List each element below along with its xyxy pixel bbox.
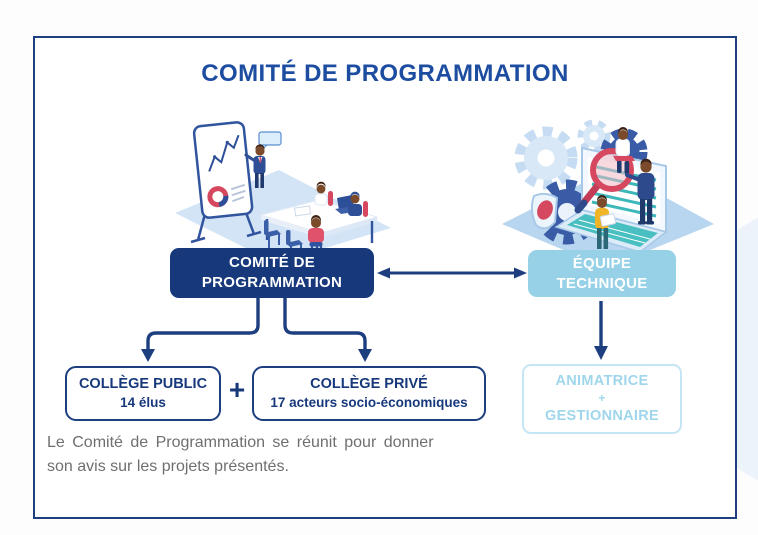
technical-box-line1: ÉQUIPE: [572, 254, 632, 272]
arrowhead-down-right: [358, 349, 372, 362]
plus-separator: +: [228, 374, 246, 405]
college-public-line2: 14 élus: [120, 395, 166, 411]
college-public-box: COLLÈGE PUBLIC 14 élus: [65, 366, 221, 421]
flipchart-icon: [190, 121, 262, 244]
animator-line1: ANIMATRICE: [555, 373, 649, 390]
seated-person-figure: [348, 191, 368, 217]
gear-icon: [577, 119, 611, 153]
college-prive-box: COLLÈGE PRIVÉ 17 acteurs socio-économiqu…: [252, 366, 486, 421]
college-prive-line2: 17 acteurs socio-économiques: [270, 395, 468, 411]
branch-connector: [141, 298, 372, 362]
arrowhead-down: [594, 346, 608, 360]
gear-icon: [514, 126, 578, 190]
committee-box-line2: PROGRAMMATION: [201, 274, 343, 291]
technical-team-box: ÉQUIPE TECHNIQUE: [528, 250, 676, 297]
arrowhead-right: [514, 267, 527, 279]
caption-line1: Le Comité de Programmation se réunit pou…: [47, 434, 434, 451]
standing-person-figure: [625, 158, 655, 225]
vertical-arrow-connector: [594, 301, 608, 360]
page-title: COMITÉ DE PROGRAMMATION: [201, 60, 569, 87]
double-arrow-connector: [377, 267, 527, 279]
seated-person-figure: [308, 215, 324, 259]
committee-box-line1: COMITÉ DE: [228, 254, 316, 272]
meeting-illustration: [175, 121, 391, 263]
animator-line2: +: [598, 391, 606, 406]
seated-person-figure: [314, 181, 333, 206]
technical-team-illustration: [502, 119, 714, 268]
chair-icon: [264, 220, 281, 248]
college-prive-line1: COLLÈGE PRIVÉ: [310, 376, 428, 393]
college-public-line1: COLLÈGE PUBLIC: [78, 376, 208, 393]
committee-box: COMITÉ DE PROGRAMMATION: [170, 248, 374, 298]
presenter-figure: [244, 144, 266, 188]
technical-box-line2: TECHNIQUE: [556, 274, 648, 292]
diagram-panel: COMITÉ DE PROGRAMMATION: [33, 36, 737, 519]
arrowhead-left: [377, 267, 390, 279]
animator-line3: GESTIONNAIRE: [545, 407, 659, 424]
shield-icon: [530, 192, 559, 230]
caption-text: Le Comité de Programmation se réunit pou…: [47, 431, 503, 479]
yellow-person-figure: [595, 195, 617, 249]
animator-manager-box: ANIMATRICE + GESTIONNAIRE: [522, 364, 682, 434]
sitting-person-figure: [613, 127, 635, 174]
caption-line2: son avis sur les projets présentés.: [47, 458, 289, 475]
arrowhead-down-left: [141, 349, 155, 362]
